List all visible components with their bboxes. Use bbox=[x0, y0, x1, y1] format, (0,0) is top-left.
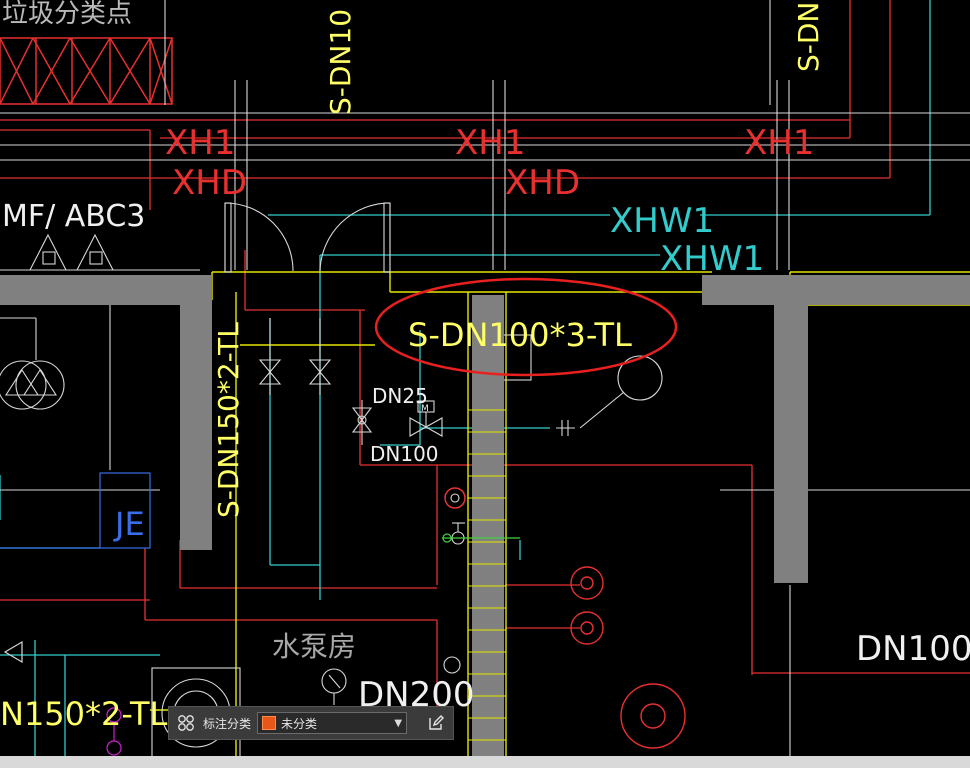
label-valve-m: M bbox=[421, 404, 429, 414]
chevron-down-icon[interactable]: ▼ bbox=[394, 717, 403, 729]
green-accent bbox=[442, 533, 520, 543]
red-fixtures bbox=[444, 487, 686, 749]
label-xhd-a: XHD bbox=[172, 163, 247, 203]
annotation-category-label: 标注分类 bbox=[203, 716, 252, 731]
label-pump-room: 水泵房 bbox=[272, 630, 356, 663]
label-s-dn150-vertical: S-DN150*2-TL bbox=[212, 322, 245, 518]
blue-accents bbox=[0, 472, 151, 549]
label-dn150-bottom: N150*2-TL bbox=[0, 695, 168, 733]
label-s-dn-right: S-DN bbox=[792, 2, 825, 72]
label-dn25: DN25 bbox=[372, 384, 428, 408]
label-s-dn-top: S-DN10 bbox=[324, 9, 357, 115]
status-strip bbox=[0, 756, 970, 768]
annotation-toolbar: 标注分类 未分类 ▼ bbox=[168, 706, 454, 740]
category-color-swatch bbox=[262, 716, 277, 730]
label-xh1-c: XH1 bbox=[744, 123, 815, 163]
magenta-accents bbox=[106, 707, 122, 756]
pipe-column-ticks bbox=[468, 409, 506, 741]
flow-arrow-icon bbox=[3, 640, 23, 664]
label-s-dn100-highlight[interactable]: S-DN100*3-TL bbox=[408, 316, 632, 354]
label-xh1-a: XH1 bbox=[165, 123, 236, 163]
edit-icon[interactable] bbox=[425, 712, 447, 734]
label-dn100-small: DN100 bbox=[370, 442, 439, 466]
annotation-category-select[interactable]: 未分类 ▼ bbox=[257, 712, 408, 734]
hatched-block bbox=[0, 37, 173, 105]
label-dn100-right: DN100 bbox=[856, 629, 970, 669]
label-xhd-b: XHD bbox=[505, 163, 580, 203]
label-xhw1-a: XHW1 bbox=[610, 201, 714, 241]
category-selected-value: 未分类 bbox=[281, 716, 318, 731]
grid-icon[interactable] bbox=[175, 712, 197, 734]
label-xhw1-b: XHW1 bbox=[660, 239, 764, 279]
label-garbage-point: 垃圾分类点 bbox=[2, 0, 132, 29]
highlight-ellipse[interactable] bbox=[374, 277, 678, 377]
label-xh1-b: XH1 bbox=[455, 123, 526, 163]
label-mf-abc3: MF/ ABC3 bbox=[2, 199, 145, 234]
label-je: JE bbox=[113, 505, 145, 543]
